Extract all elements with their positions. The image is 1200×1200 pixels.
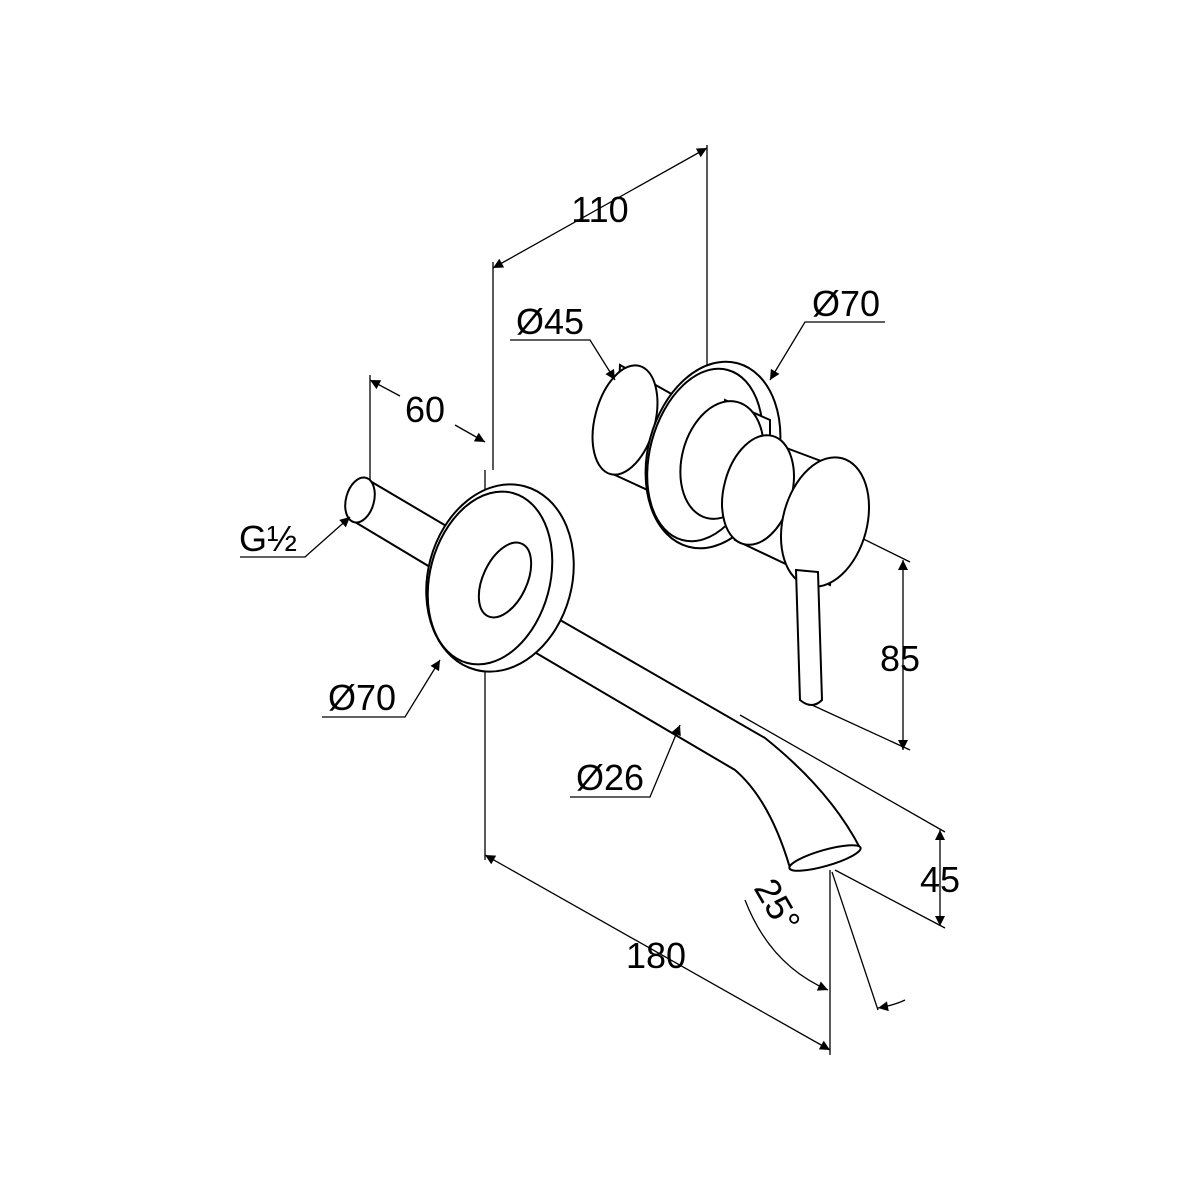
- dim-60: 60: [405, 389, 445, 430]
- dim-thread: G½: [239, 518, 297, 559]
- spout-rosette: [425, 483, 575, 673]
- dim-spout-rosette-diameter: Ø70: [328, 677, 396, 718]
- dim-85: 85: [880, 638, 920, 679]
- dimension-lines: [240, 147, 945, 1051]
- dim-valve-small-diameter: Ø45: [516, 301, 584, 342]
- dim-spout-diameter: Ø26: [576, 757, 644, 798]
- dim-45: 45: [920, 859, 960, 900]
- lever-handle: [794, 568, 824, 706]
- dim-angle: 25°: [746, 871, 809, 939]
- mixer-valve: [591, 360, 871, 706]
- dim-180: 180: [626, 935, 686, 976]
- dim-valve-rosette-diameter: Ø70: [812, 283, 880, 324]
- dim-110: 110: [571, 189, 628, 230]
